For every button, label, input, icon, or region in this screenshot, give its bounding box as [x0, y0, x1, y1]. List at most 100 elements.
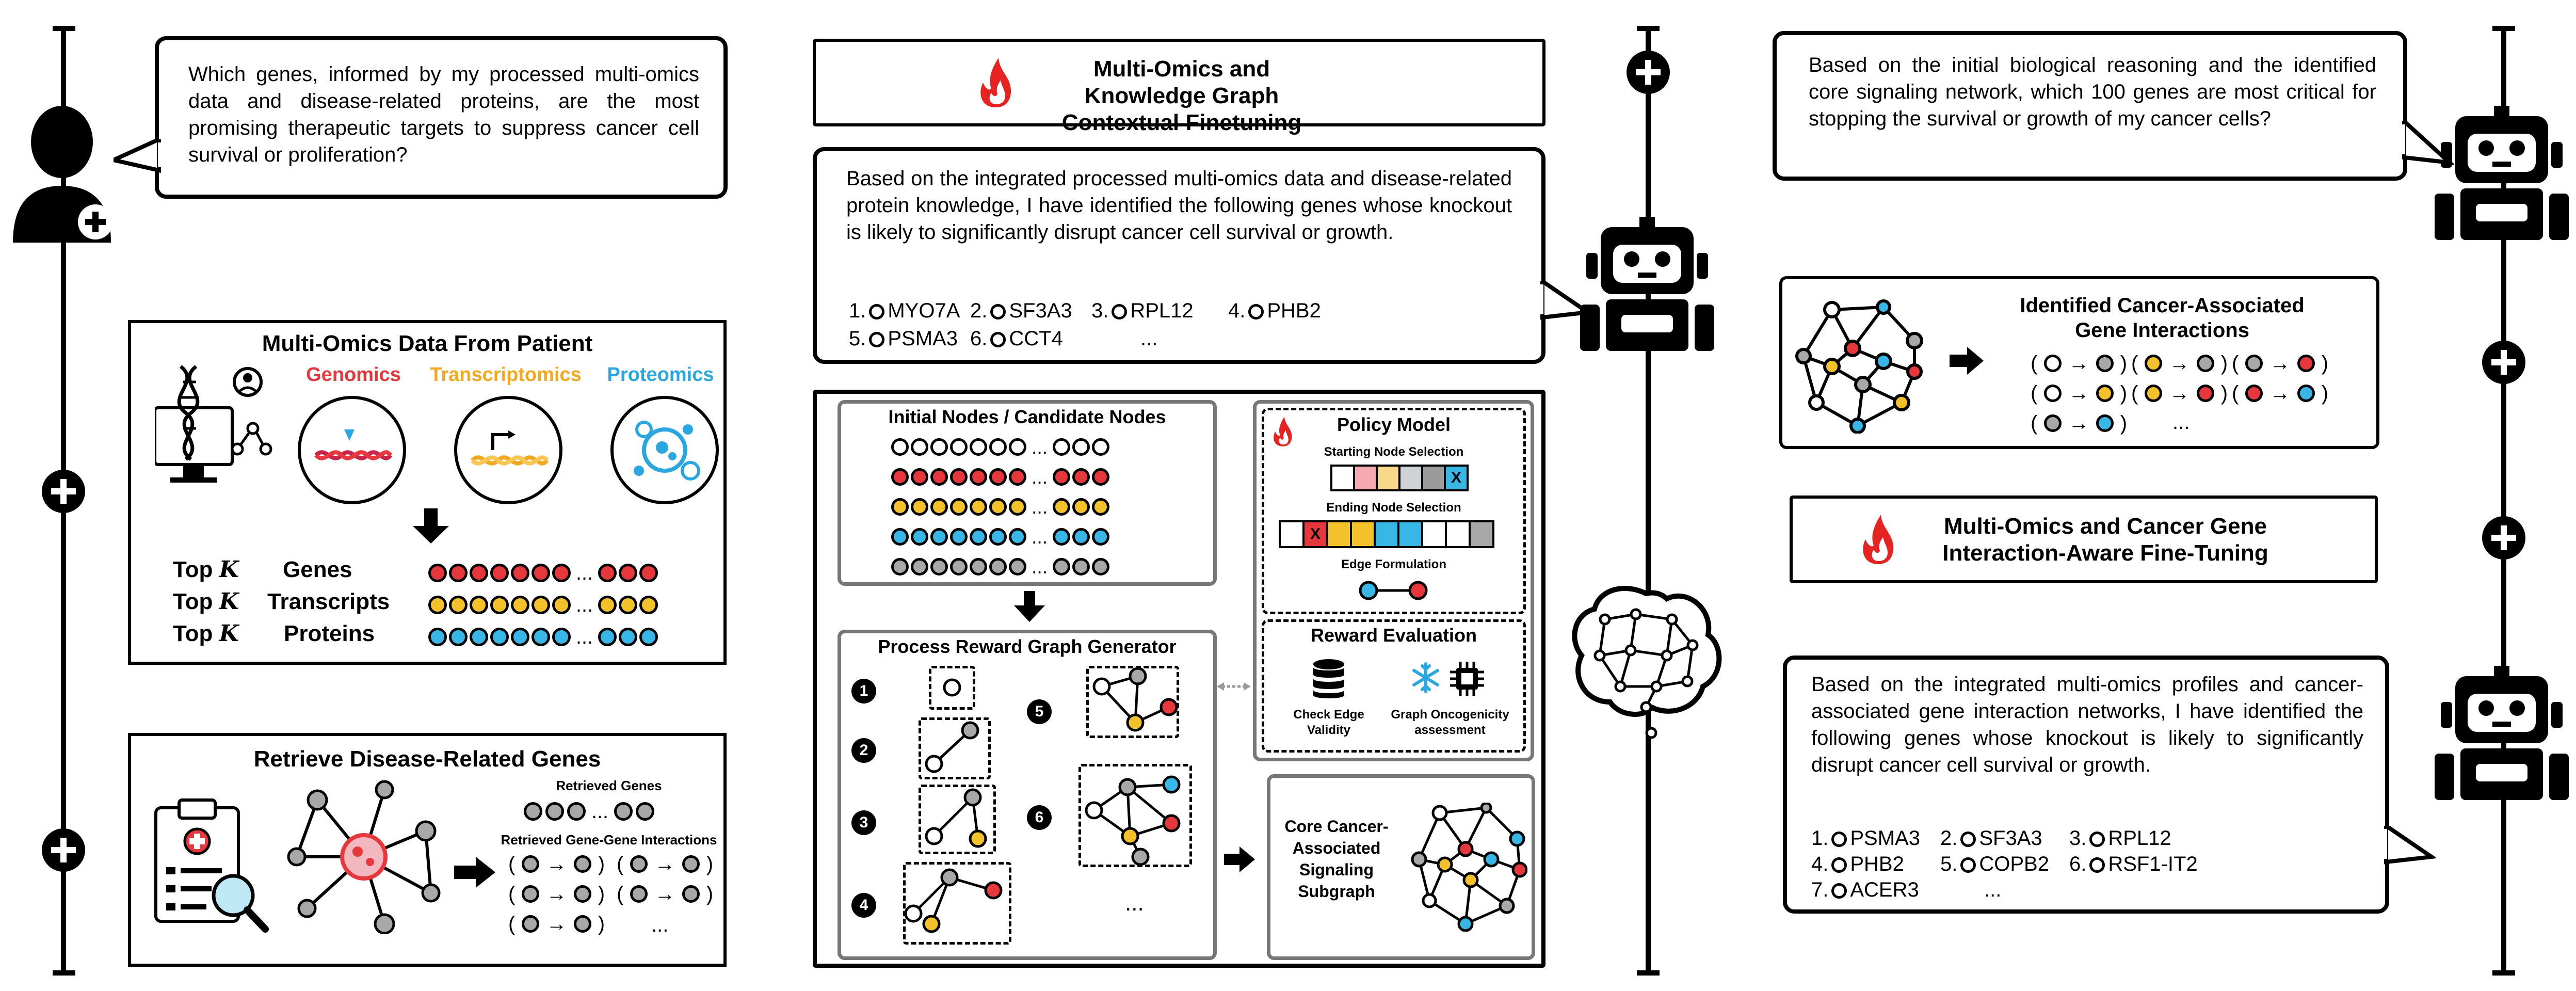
interaction-symbol: ) — [2315, 381, 2329, 405]
graph-node — [904, 904, 923, 923]
dot-row: ... — [890, 524, 1110, 548]
timeline-tick — [2492, 970, 2515, 976]
initial-nodes-title: Initial Nodes / Candidate Nodes — [888, 406, 1166, 427]
gene-node — [639, 596, 658, 615]
gene-interaction: ( → ) — [2031, 381, 2127, 405]
gene-node — [619, 628, 637, 647]
dot-row: ... — [427, 593, 659, 616]
gene-node — [567, 802, 586, 821]
interaction-symbol: ) — [2215, 351, 2228, 375]
gene-node — [2196, 385, 2214, 403]
interaction-symbol: → — [2063, 351, 2095, 375]
assistant-answer-bubble — [813, 147, 1545, 364]
interaction-symbol: → — [2264, 351, 2296, 375]
plus-icon — [2482, 341, 2525, 384]
gene-node — [1072, 438, 1090, 456]
selection-cell — [1350, 520, 1376, 548]
selection-cell — [1374, 520, 1399, 548]
bubble-tail — [114, 139, 165, 173]
gene-node — [2145, 355, 2163, 373]
gene-node — [630, 855, 648, 873]
core-subgraph-label: Core Cancer-Associated Signaling Subgrap… — [1284, 817, 1389, 901]
finetune2-title: Multi-Omics and Cancer Gene Interaction-… — [1942, 514, 2268, 566]
right-arrow-icon — [1950, 347, 1984, 375]
graph-node — [943, 678, 961, 697]
gene-node — [1072, 498, 1090, 516]
gene-circle — [1831, 857, 1847, 873]
gene-node — [449, 628, 468, 647]
gene-node — [911, 468, 928, 486]
timeline-tick — [1637, 970, 1660, 976]
gene-name: MYO7A — [888, 299, 960, 322]
selection-cell — [1397, 520, 1423, 548]
graph-node — [940, 868, 959, 887]
gene-interaction: ( → ) — [508, 852, 605, 876]
row-genes-label: Genes — [283, 557, 352, 582]
gene-node — [891, 468, 909, 486]
timeline-tick — [53, 26, 75, 31]
bubble-tail — [2384, 826, 2436, 865]
interaction-symbol: ( — [617, 852, 630, 875]
gene-node — [639, 564, 658, 583]
gene-node — [2145, 385, 2163, 403]
finetune-title-box — [813, 39, 1545, 126]
gene-node — [989, 528, 1007, 546]
gene-list-item: 2.SF3A3 — [1940, 826, 2042, 851]
gene-node — [950, 498, 968, 516]
gene-node — [598, 596, 617, 615]
gene-name: CCT4 — [1009, 327, 1063, 350]
gene-list-item: 4.PHB2 — [1811, 852, 1904, 876]
plus-icon — [2482, 516, 2525, 560]
graph-node — [1085, 801, 1103, 820]
doctor-icon — [13, 106, 113, 243]
edge-formulation-icon — [1359, 581, 1428, 600]
gene-node — [552, 564, 571, 583]
gene-node — [989, 438, 1007, 456]
gene-interaction: ( → ) — [2131, 381, 2228, 405]
gene-node — [989, 468, 1007, 486]
selection-cell — [1326, 520, 1352, 548]
gene-name: SF3A3 — [1009, 299, 1072, 322]
interaction-symbol: ) — [2315, 351, 2329, 375]
row-transcripts-label: Transcripts — [267, 589, 390, 614]
gene-node — [1053, 468, 1071, 486]
gene-node — [2044, 414, 2062, 433]
graph-node — [1131, 848, 1150, 866]
identified-title: Identified Cancer-Associated Gene Intera… — [2020, 294, 2305, 342]
step-number-badge: 1 — [851, 679, 876, 704]
topk-transcripts-label: Top K — [173, 588, 239, 615]
retrieved-genes-label: Retrieved Genes — [556, 778, 662, 793]
gene-node — [1092, 558, 1110, 576]
gene-node — [930, 438, 948, 456]
interaction-symbol: ( — [508, 912, 521, 935]
robot-icon — [1580, 217, 1714, 351]
dot-row: ... — [890, 494, 1110, 518]
step-graph — [1085, 775, 1181, 866]
gene-node — [573, 915, 591, 933]
gene-list-item: 3.RPL12 — [1091, 298, 1194, 323]
interaction-symbol: ) — [700, 852, 714, 875]
gene-node — [950, 528, 968, 546]
gene-node — [1053, 438, 1071, 456]
gene-node — [970, 438, 987, 456]
selection-cell — [1376, 465, 1400, 491]
graph-node — [1162, 814, 1181, 833]
interaction-symbol: ( — [508, 882, 521, 905]
check-edge-label: Check Edge Validity — [1293, 708, 1364, 737]
assistant-answer-text: Based on the integrated processed multi-… — [846, 167, 1512, 244]
selection-cell: X — [1444, 465, 1469, 491]
gene-node — [2245, 355, 2263, 373]
clipboard-search-icon — [154, 798, 269, 933]
gene-node — [930, 498, 948, 516]
gene-name: RSF1-IT2 — [2108, 853, 2198, 875]
flame-icon — [1274, 417, 1292, 446]
retrieved-interactions-label: Retrieved Gene-Gene Interactions — [501, 832, 717, 848]
starting-node-label: Starting Node Selection — [1324, 445, 1464, 459]
flame-icon — [1863, 515, 1894, 564]
ellipsis: ... — [2172, 411, 2190, 434]
gene-node — [1092, 438, 1110, 456]
gene-node — [911, 558, 928, 576]
ellipsis: ... — [1140, 327, 1158, 350]
gene-node — [989, 558, 1007, 576]
gene-list-item: 1.MYO7A — [849, 298, 960, 323]
